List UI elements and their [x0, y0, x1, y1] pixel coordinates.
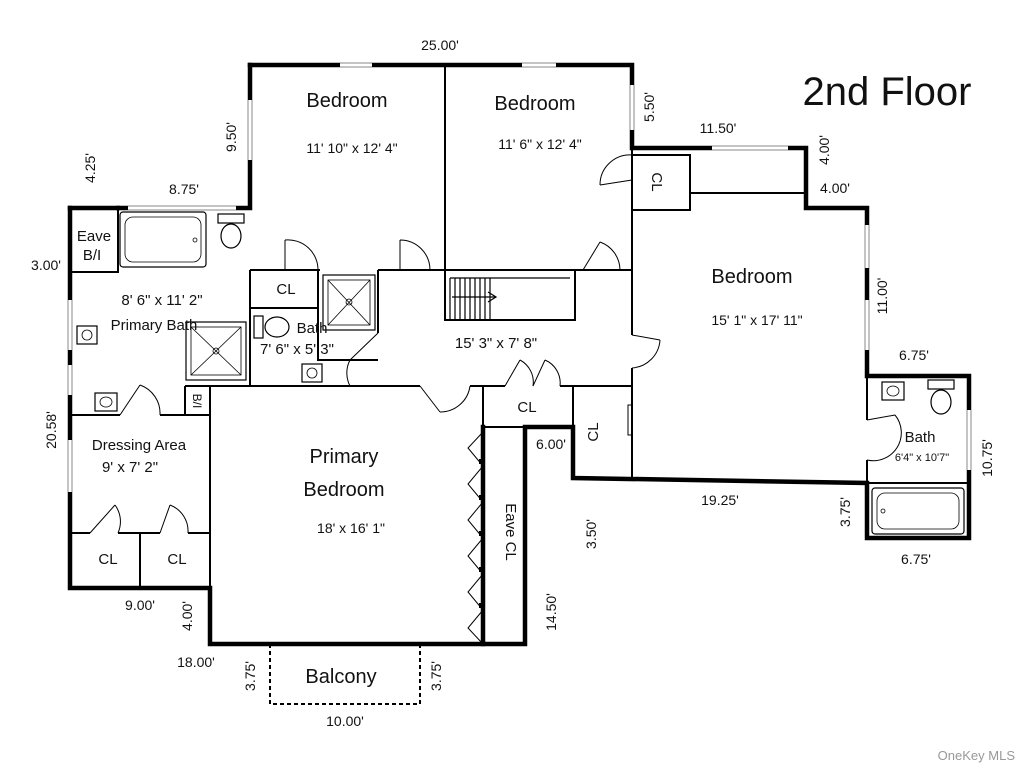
dim-10-75: 10.75': [979, 439, 995, 477]
dim-3-75-c: 3.75': [428, 661, 444, 691]
dim-14-50: 14.50': [543, 593, 559, 631]
dimension-labels: 25.00' 9.50' 5.50' 11.50' 4.00' 4.00' 11…: [31, 37, 995, 729]
room-labels: Bedroom 11' 10" x 12' 4" Bedroom 11' 6" …: [77, 90, 949, 688]
dim-6-75-b: 6.75': [901, 551, 931, 567]
bedroom-2-size: 11' 6" x 12' 4": [498, 136, 582, 152]
eave-closet-label: Eave CL: [502, 503, 519, 561]
dim-top: 25.00': [421, 37, 459, 53]
primary-bedroom-size: 18' x 16' 1": [317, 520, 385, 536]
hall-size: 15' 3" x 7' 8": [455, 335, 537, 352]
bath-2-size: 6'4" x 10'7": [895, 452, 949, 464]
dim-4-00-b: 4.00': [820, 180, 850, 196]
closet-label-bedroom3: CL: [648, 172, 665, 191]
dim-3-00: 3.00': [31, 257, 61, 273]
dressing-area-name: Dressing Area: [92, 437, 187, 454]
bedroom-2-name: Bedroom: [494, 93, 575, 115]
windows: [67, 62, 972, 492]
dim-3-50: 3.50': [583, 519, 599, 549]
bedroom-1-name: Bedroom: [306, 90, 387, 112]
bedroom-3-name: Bedroom: [711, 266, 792, 288]
primary-bedroom-name-line1: Primary: [310, 446, 379, 468]
eave-bi-label: B/I: [83, 247, 101, 264]
dressing-area-size: 9' x 7' 2": [102, 459, 158, 476]
closet-label-dressing-right: CL: [167, 551, 186, 568]
bath-1-size: 7' 6" x 5' 3": [260, 341, 334, 358]
dim-11-00: 11.00': [874, 278, 890, 315]
balcony-outline: [269, 644, 421, 705]
closet-label-bedroom1: CL: [276, 281, 295, 298]
dim-4-00-c: 4.00': [179, 601, 195, 631]
dim-10-00: 10.00': [326, 713, 364, 729]
balcony-name: Balcony: [305, 666, 376, 688]
closet-label-dressing-left: CL: [98, 551, 117, 568]
dim-8-75: 8.75': [169, 181, 199, 197]
primary-bath-name: Primary Bath: [111, 317, 198, 334]
dim-6-75-a: 6.75': [899, 347, 929, 363]
closet-label-right: CL: [585, 422, 602, 441]
dim-3-75-b: 3.75': [242, 661, 258, 691]
eave-closet-doors: [467, 431, 484, 645]
fixtures: [76, 211, 965, 535]
eave-label: Eave: [77, 228, 111, 245]
watermark: OneKey MLS: [938, 748, 1016, 763]
bath-1-name: Bath: [297, 320, 328, 337]
dim-11-50: 11.50': [700, 120, 737, 136]
primary-bath-size: 8' 6" x 11' 2": [121, 292, 202, 309]
staircase: [449, 277, 570, 320]
dim-18-00: 18.00': [177, 654, 215, 670]
doors: [89, 154, 902, 534]
dim-5-50: 5.50': [641, 92, 657, 122]
dim-4-00-a: 4.00': [816, 135, 832, 165]
bedroom-3-size: 15' 1" x 17' 11": [711, 312, 802, 328]
bi-label: B/I: [190, 394, 204, 409]
dim-6-00: 6.00': [536, 436, 566, 452]
dim-9-50: 9.50': [223, 122, 239, 152]
dim-3-75-a: 3.75': [837, 497, 853, 527]
primary-bedroom-name-line2: Bedroom: [303, 479, 384, 501]
dim-4-25: 4.25': [82, 153, 98, 183]
closet-label-hall: CL: [517, 399, 536, 416]
dim-9-00: 9.00': [125, 597, 155, 613]
floor-title: 2nd Floor: [803, 70, 972, 114]
dim-19-25: 19.25': [701, 492, 739, 508]
bath-2-name: Bath: [905, 429, 936, 446]
bedroom-1-size: 11' 10" x 12' 4": [306, 140, 397, 156]
dim-20-58: 20.58': [43, 411, 59, 449]
